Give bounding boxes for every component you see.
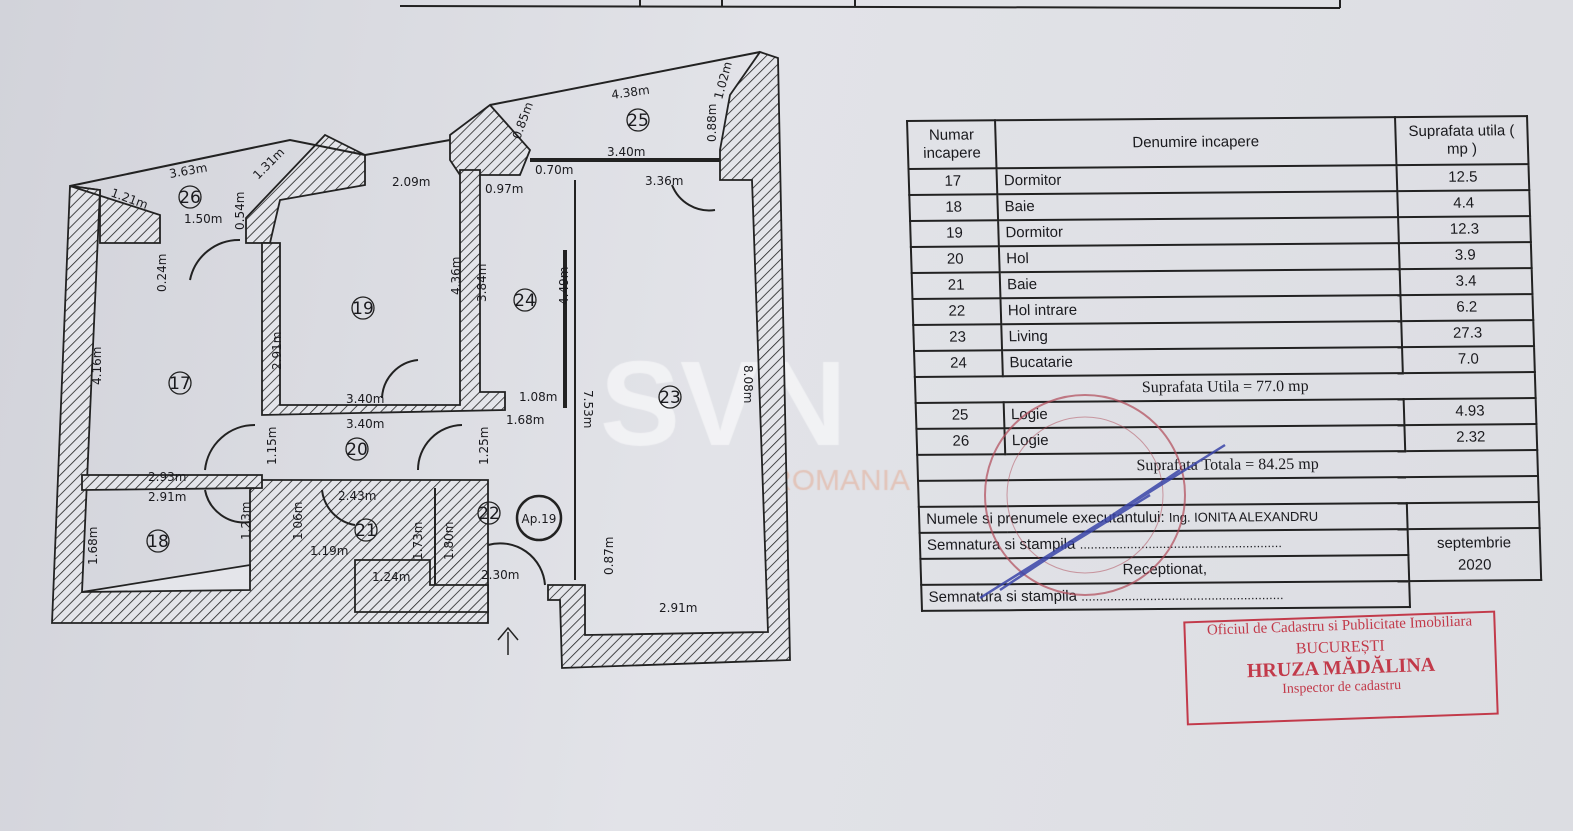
dimension-label: 2.91m — [659, 601, 697, 615]
dimension-label: 3.40m — [346, 417, 384, 431]
dimension-label: 1.23m — [239, 502, 253, 540]
room-area-table: Numar incapere Denumire incapere Suprafa… — [906, 115, 1543, 612]
dimension-label: 3.40m — [346, 392, 384, 406]
dimension-label: 3.84m — [475, 264, 489, 302]
dimension-label: 0.87m — [602, 537, 616, 575]
dimension-label: 2.43m — [338, 489, 376, 503]
dimension-label: 2.09m — [392, 175, 430, 189]
dimension-label: 1.68m — [506, 413, 544, 427]
dimension-label: 1.15m — [265, 427, 279, 465]
dimension-label: 0.85m — [510, 100, 536, 141]
room-19: 19 — [352, 299, 374, 319]
dimension-label: 1.25m — [477, 427, 491, 465]
room-17: 17 — [169, 374, 191, 394]
dimension-label: 2.93m — [148, 470, 186, 484]
dimension-label: 0.97m — [485, 182, 523, 196]
dimension-label: 0.24m — [155, 254, 169, 292]
executant-row: Numele si prenumele executantului: Ing. … — [918, 503, 1408, 533]
dimension-label: 4.38m — [610, 83, 650, 102]
dimension-label: 1.68m — [86, 527, 100, 565]
apartment-label: Ap.19 — [522, 512, 557, 526]
dimension-label: 3.36m — [645, 174, 683, 188]
dimension-label: 0.54m — [233, 192, 247, 230]
room-labels — [146, 108, 682, 553]
top-table-fragment — [399, 0, 1341, 9]
dimension-label: 1.19m — [310, 544, 348, 558]
walls — [51, 50, 791, 669]
dimension-label: 1.50m — [184, 212, 222, 226]
dimension-label: 3.63m — [168, 160, 208, 180]
dimension-label: 1.80m — [442, 522, 456, 560]
dimension-label: 3.40m — [607, 145, 645, 159]
dimensions: 4.38m 1.02m 0.85m 3.40m 0.88m 3.63m 1.31… — [86, 60, 755, 615]
dimension-label: 1.24m — [372, 570, 410, 584]
dimension-label: 4.36m — [449, 257, 463, 295]
received-row: Receptionat, — [920, 555, 1410, 585]
dimension-label: 4.16m — [90, 347, 104, 385]
header-area: Suprafata utila ( mp ) — [1395, 116, 1529, 166]
room-18: 18 — [147, 532, 169, 552]
room-25: 25 — [627, 111, 649, 131]
entrance-arrow-icon — [497, 626, 519, 655]
room-23: 23 — [659, 388, 681, 408]
dimension-label: 1.31m — [250, 145, 287, 182]
room-22: 22 — [478, 504, 500, 524]
signature-row: Semnatura si stampila ..................… — [919, 529, 1409, 559]
header-number: Numar incapere — [907, 120, 997, 169]
dimension-label: 7.53m — [581, 390, 595, 428]
dimension-label: 2.91m — [148, 490, 186, 504]
outline-lines — [69, 51, 761, 586]
dimension-label: 8.08m — [741, 365, 755, 403]
dimension-label: 0.70m — [535, 163, 573, 177]
room-21: 21 — [355, 521, 377, 541]
header-name: Denumire incapere — [995, 117, 1397, 169]
cadastre-stamp: Oficiul de Cadastru si Publicitate Imobi… — [1183, 610, 1499, 726]
dimension-label: 1.06m — [291, 502, 305, 540]
signature-row-2: Semnatura si stampila ..................… — [921, 581, 1410, 611]
dimension-label: 0.88m — [705, 104, 719, 142]
room-20: 20 — [346, 440, 368, 460]
dimension-label: 4.49m — [557, 267, 571, 305]
room-24: 24 — [514, 291, 536, 311]
dimension-label: 1.08m — [519, 390, 557, 404]
dimension-label: 2.30m — [481, 568, 519, 582]
dimension-label: 2.91m — [270, 332, 284, 370]
room-26: 26 — [179, 188, 201, 208]
dimension-label: 1.73m — [411, 522, 425, 560]
